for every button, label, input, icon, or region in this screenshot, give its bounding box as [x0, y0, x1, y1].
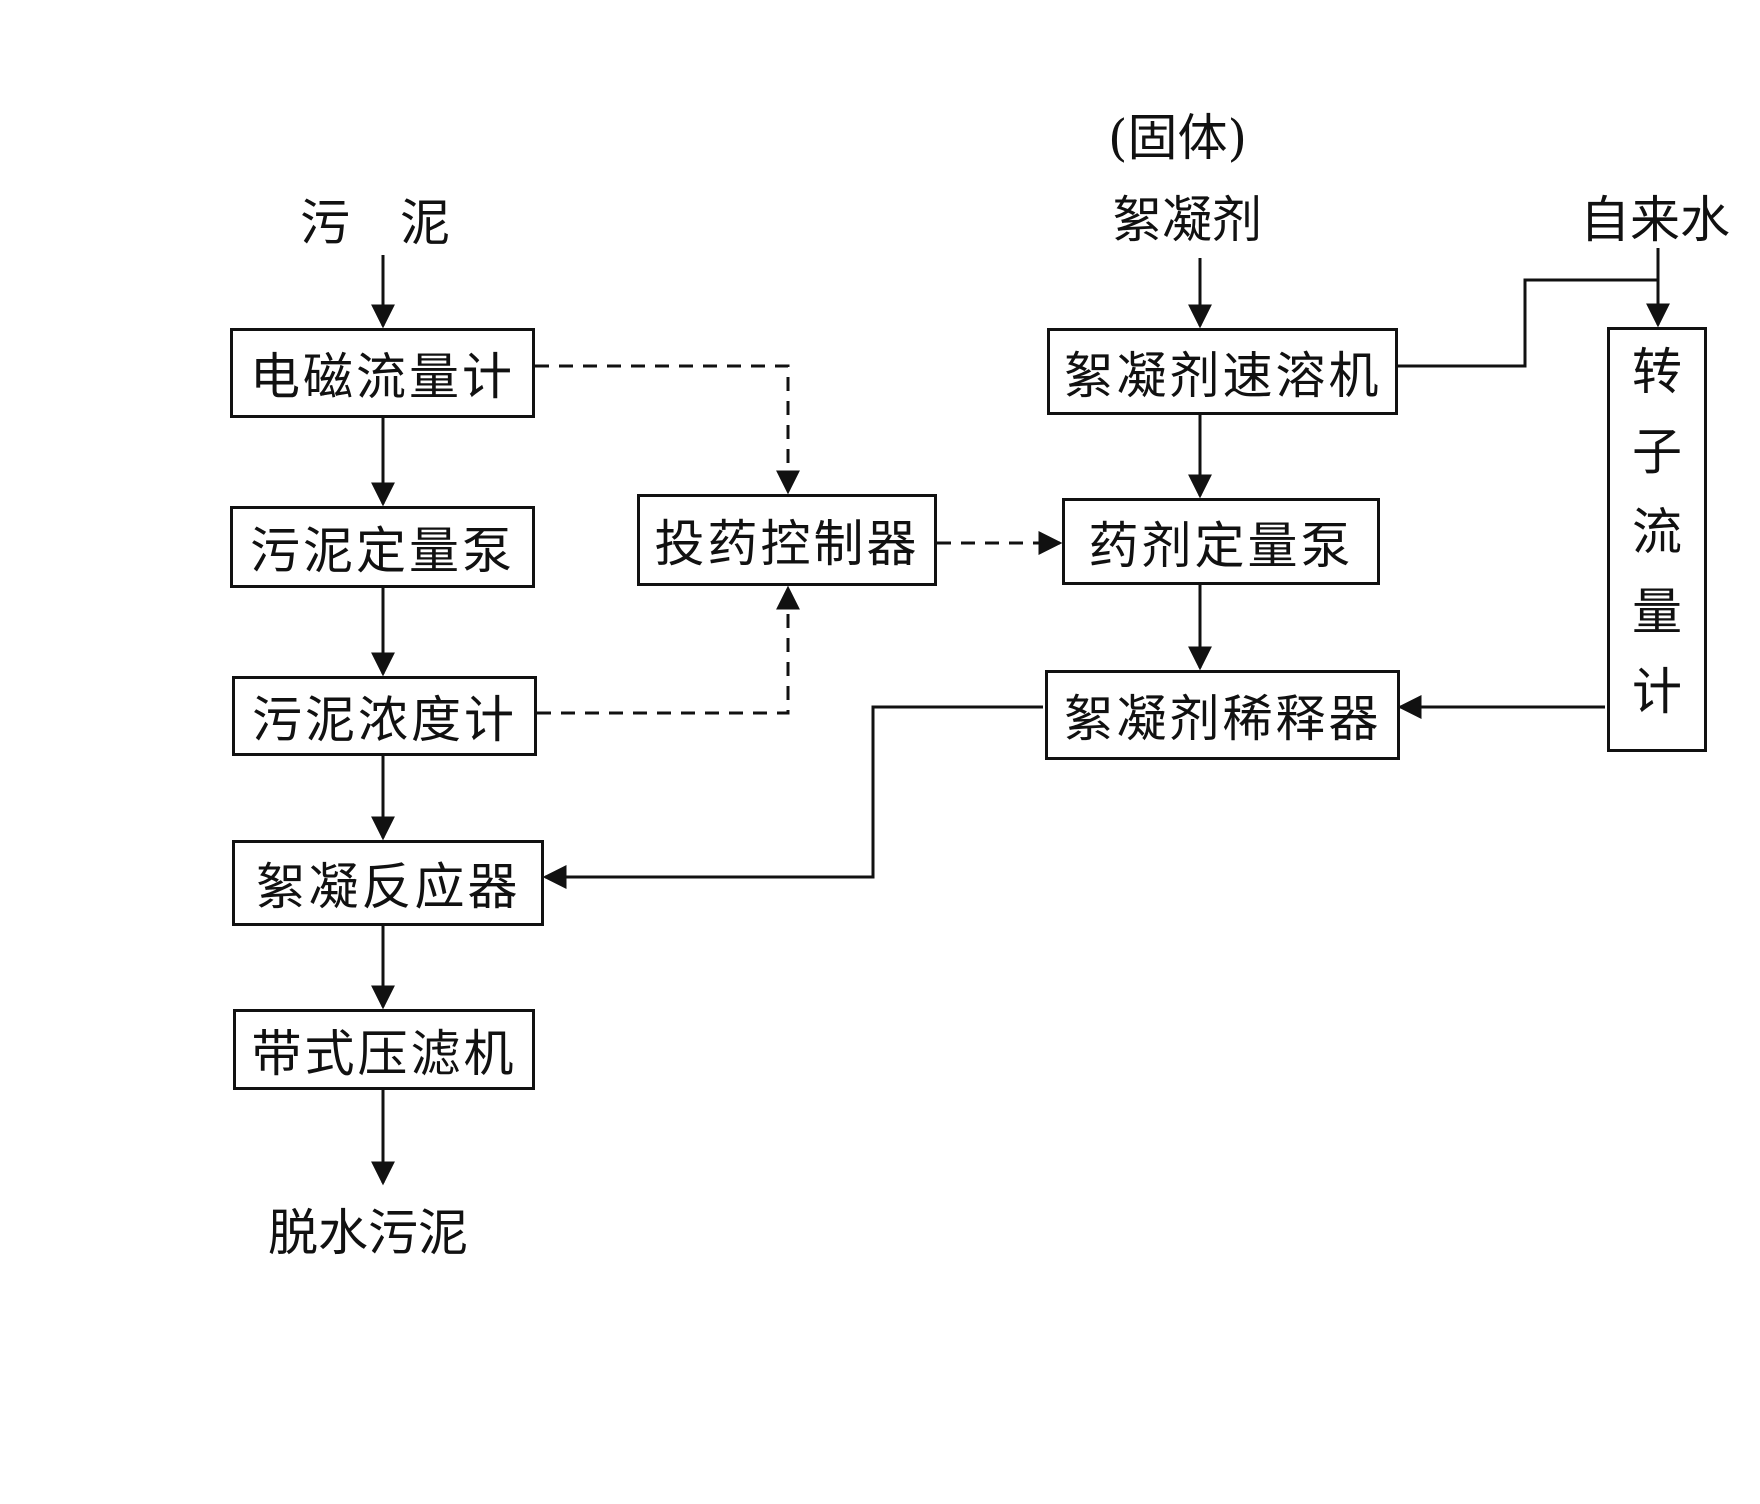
- label-flocculant-input: 絮凝剂: [1112, 191, 1262, 249]
- box-em-flowmeter: 电磁流量计: [230, 328, 535, 418]
- box-rotameter: 转 子 流 量 计: [1607, 327, 1707, 752]
- dashed-flowmeter-to-controller: [535, 364, 800, 495]
- box-diluter: 絮凝剂稀释器: [1045, 670, 1400, 760]
- box-chem-pump: 药剂定量泵: [1062, 498, 1380, 585]
- box-sludge-pump: 污泥定量泵: [230, 506, 535, 588]
- arrow-diluter-to-reactor: [542, 705, 1043, 889]
- dashed-density-to-controller: [537, 585, 800, 715]
- rotameter-char-3: 流: [1632, 503, 1682, 561]
- box-floc-reactor: 絮凝反应器: [232, 840, 544, 926]
- rotameter-char-5: 计: [1632, 663, 1682, 721]
- rotameter-char-2: 子: [1632, 423, 1682, 481]
- label-sludge-input: 污 泥: [300, 194, 450, 252]
- box-dissolver: 絮凝剂速溶机: [1047, 328, 1398, 415]
- box-density-meter: 污泥浓度计: [232, 676, 537, 756]
- rotameter-char-1: 转: [1632, 343, 1682, 401]
- label-dewatered-sludge: 脱水污泥: [268, 1204, 468, 1262]
- box-dosing-controller: 投药控制器: [637, 494, 937, 586]
- label-tap-water: 自来水: [1580, 191, 1730, 249]
- rotameter-char-4: 量: [1632, 583, 1682, 641]
- label-solid-note: (固体): [1108, 109, 1248, 167]
- line-dissolver-to-water: [1398, 278, 1658, 368]
- box-belt-press: 带式压滤机: [233, 1009, 535, 1090]
